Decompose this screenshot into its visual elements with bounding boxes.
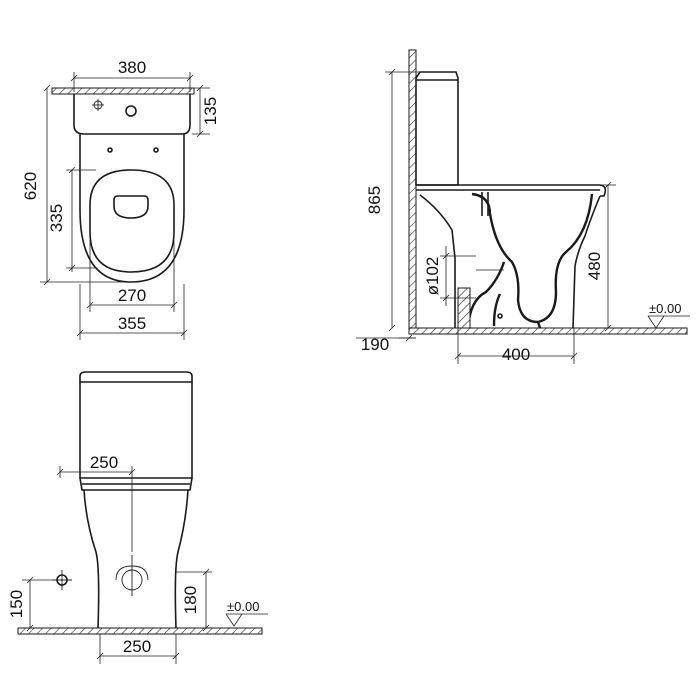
side-outlet-distance-label: 400 — [502, 345, 530, 364]
side-body-outline — [419, 194, 601, 329]
top-total-length-label: 620 — [21, 172, 40, 200]
top-wall-hatch — [51, 87, 195, 95]
side-rim-height-label: 480 — [585, 252, 604, 280]
front-top-width-label: 250 — [90, 453, 118, 472]
side-view: 865 480 ø102 190 400 ±0.00 — [356, 49, 690, 364]
top-seat-outline — [89, 169, 175, 273]
front-view: 250 250 150 180 ±0.00 — [7, 371, 268, 664]
top-width-label: 380 — [118, 58, 146, 77]
side-tank-outline — [415, 71, 459, 186]
side-height-label: 865 — [365, 186, 384, 214]
top-tank-depth-label: 135 — [201, 97, 220, 125]
side-trapway — [471, 192, 594, 324]
top-tank-outline — [73, 94, 191, 135]
side-floor-hatch — [408, 327, 688, 335]
side-outlet-height-label: 190 — [361, 335, 389, 354]
top-seat-opening — [113, 195, 149, 219]
top-bowl-length-label: 335 — [47, 204, 66, 232]
top-tank-button-large — [125, 105, 137, 117]
front-outlet-height-label: 180 — [181, 586, 200, 614]
side-wall-hatch — [408, 49, 417, 335]
top-outer-width-label: 355 — [118, 314, 146, 333]
side-seat-outline — [416, 184, 607, 197]
top-inner-width-label: 270 — [118, 286, 146, 305]
front-floor-hatch — [17, 627, 263, 635]
front-inlet-height-label: 150 — [7, 590, 26, 618]
side-outlet-diameter-label: ø102 — [423, 257, 442, 296]
front-floor-level-label: ±0.00 — [227, 599, 259, 614]
front-base-width-label: 250 — [123, 637, 151, 656]
front-pedestal-outline — [83, 489, 189, 629]
top-view: 380 135 620 335 270 355 — [21, 58, 220, 340]
front-tank-outline — [79, 371, 193, 383]
front-seat-outline — [79, 477, 193, 491]
top-bowl-outline — [79, 134, 185, 283]
side-floor-level-label: ±0.00 — [649, 301, 681, 316]
